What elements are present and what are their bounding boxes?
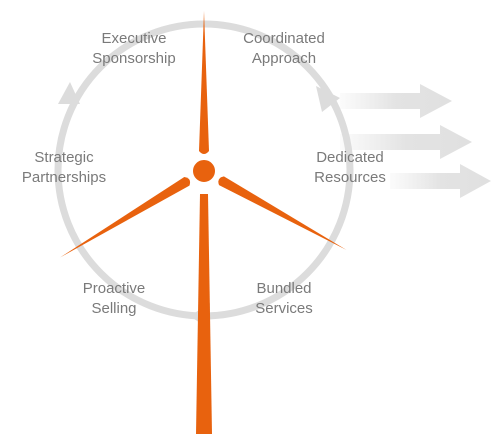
- label-strategic-partnerships-line1: Strategic: [34, 149, 94, 166]
- label-bundled-services-line2: Services: [255, 300, 313, 317]
- label-proactive-selling-line1: Proactive: [82, 280, 146, 297]
- label-bundled-services-line1: Bundled: [256, 280, 312, 297]
- label-bundled-services: Bundled Services: [222, 279, 346, 319]
- turbine-hub: [190, 157, 218, 185]
- blade-right: [218, 176, 347, 251]
- label-proactive-selling-line2: Selling: [91, 300, 137, 317]
- label-executive-sponsorship-line2: Sponsorship: [92, 50, 176, 67]
- label-dedicated-resources-line2: Resources: [314, 169, 386, 186]
- label-dedicated-resources-line1: Dedicated: [316, 149, 384, 166]
- ring-arrowhead-left: [58, 82, 80, 104]
- label-executive-sponsorship: Executive Sponsorship: [72, 29, 196, 69]
- wind-arrow-bottom: [390, 164, 491, 198]
- label-strategic-partnerships: Strategic Partnerships: [0, 148, 128, 188]
- label-dedicated-resources: Dedicated Resources: [290, 148, 410, 188]
- turbine-blades: [59, 11, 347, 258]
- wind-arrow-top: [340, 84, 452, 118]
- label-executive-sponsorship-line1: Executive: [101, 30, 167, 47]
- ring-arrowhead-right: [316, 86, 340, 112]
- blade-left: [59, 177, 191, 258]
- label-proactive-selling: Proactive Selling: [52, 279, 176, 319]
- label-coordinated-approach-line2: Approach: [251, 50, 317, 67]
- blade-up: [199, 11, 209, 154]
- turbine-tower: [196, 194, 212, 434]
- label-strategic-partnerships-line2: Partnerships: [21, 169, 107, 186]
- wind-arrow-middle: [340, 125, 472, 159]
- label-coordinated-approach-line1: Coordinated: [243, 30, 325, 47]
- label-coordinated-approach: Coordinated Approach: [222, 29, 346, 69]
